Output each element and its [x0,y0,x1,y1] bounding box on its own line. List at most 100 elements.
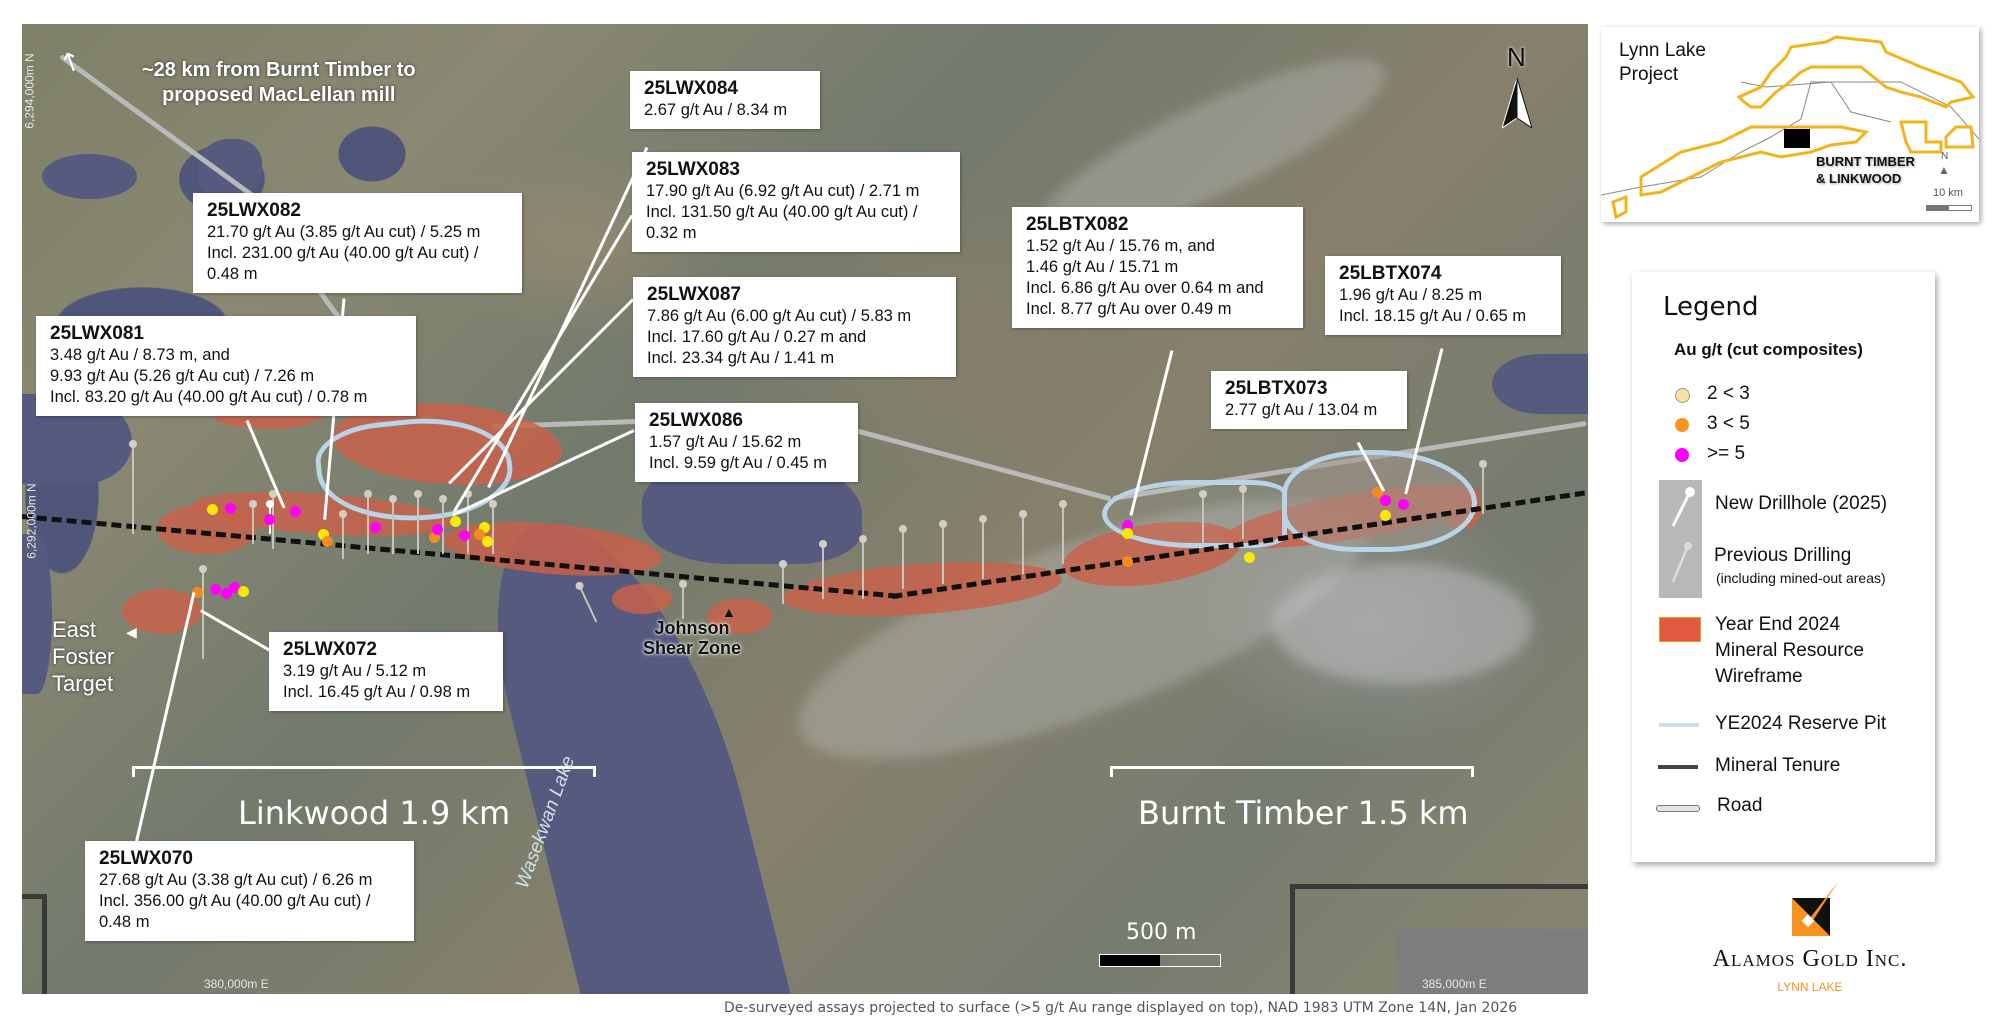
composite-3-5 [192,587,203,598]
callout-line: Incl. 83.20 g/t Au (40.00 g/t Au cut) / … [50,388,368,406]
callout-line: 9.93 g/t Au (5.26 g/t Au cut) / 7.26 m [50,367,315,385]
company-name: Alamos Gold Inc. [1712,946,1908,972]
callout-id: 25LWX072 [283,639,377,660]
previous-drillhole [414,490,422,554]
grade-label: 2 < 3 [1707,383,1750,404]
callout-25LBTX074[interactable]: 25LBTX074 1.96 g/t Au / 8.25 m Incl. 18.… [1325,256,1561,335]
composite-ge5 [370,522,381,533]
callout-id: 25LWX070 [99,848,193,869]
callout-line: 2.77 g/t Au / 13.04 m [1225,401,1378,419]
previous-drillhole [489,500,497,554]
previous-drillhole [464,490,472,554]
new-drillhole-icon [1671,487,1695,527]
legend-title: Legend [1663,292,1759,322]
inset-title-line: Project [1619,64,1679,85]
inset-site-label-line: BURNT TIMBER [1816,154,1915,169]
road-swatch [1656,805,1700,812]
inset-scale-label: 10 km [1933,187,1963,199]
previous-drillhole [364,490,372,554]
callout-25LWX086[interactable]: 25LWX086 1.57 g/t Au / 15.62 m Incl. 9.5… [635,403,858,482]
callout-id: 25LWX083 [646,159,740,180]
callout-line: 0.48 m [99,913,150,931]
composite-3-5 [474,529,485,540]
legend-road: Road [1717,795,1763,816]
previous-drillhole [899,525,907,589]
inset-site-label: BURNT TIMBER & LINKWOOD [1816,153,1915,187]
legend-tenure: Mineral Tenure [1715,755,1841,776]
scale-bar-black [1100,955,1160,966]
callout-25LWX084[interactable]: 25LWX084 2.67 g/t Au / 8.34 m [630,71,820,129]
leader-line [199,609,271,652]
tenure-boundary-box [1290,884,1588,994]
callout-line: 0.32 m [646,224,697,242]
johnson-shear-zone-label: Johnson Shear Zone [643,618,741,658]
composite-ge5 [229,582,240,593]
east-foster-pointer-icon: ◀ [126,624,137,640]
callout-25LWX087[interactable]: 25LWX087 7.86 g/t Au (6.00 g/t Au cut) /… [633,277,956,377]
inset-north-arrow-icon: ▲ [1938,163,1950,177]
callout-line: 21.70 g/t Au (3.85 g/t Au cut) / 5.25 m [207,223,481,241]
inset-scale-bar-fill [1927,206,1949,210]
legend-new-drillhole: New Drillhole (2025) [1715,493,1888,514]
tenure-swatch [1658,765,1698,769]
callout-line: 1.57 g/t Au / 15.62 m [649,433,802,451]
inset-site-marker [1784,129,1810,148]
composite-ge5 [264,514,275,525]
resource-wireframe [707,599,772,634]
legend-previous-drilling: Previous Drilling [1714,545,1852,566]
callout-line: Incl. 356.00 g/t Au (40.00 g/t Au cut) / [99,892,371,910]
legend-subtitle: Au g/t (cut composites) [1674,340,1863,359]
lake [42,154,137,199]
previous-drillhole [129,440,137,534]
burnt-timber-extent-label: Burnt Timber 1.5 km [1138,794,1469,832]
callout-line: 0.48 m [207,265,258,283]
label-line: Johnson [654,618,730,638]
coordinate-panel [1397,929,1588,994]
mill-note: ~28 km from Burnt Timber to proposed Mac… [142,58,416,108]
composite-3-5 [429,532,440,543]
previous-drillhole [339,510,347,559]
north-label: N [1507,42,1526,72]
inset-property-outline [1601,35,1979,220]
ridge [1272,564,1532,684]
previous-drillhole [1199,490,1207,544]
callout-25LWX072[interactable]: 25LWX072 3.19 g/t Au / 5.12 m Incl. 16.4… [269,632,503,711]
previous-drillhole [249,500,257,544]
callout-25LWX083[interactable]: 25LWX083 17.90 g/t Au (6.92 g/t Au cut) … [632,152,960,252]
previous-drillhole [819,540,827,599]
callout-line: 1.96 g/t Au / 8.25 m [1339,286,1483,304]
callout-id: 25LWX081 [50,323,144,344]
callout-line: 1.52 g/t Au / 15.76 m, and [1026,237,1215,255]
inset-north-label: N [1941,151,1949,162]
callout-25LBTX082[interactable]: 25LBTX082 1.52 g/t Au / 15.76 m, and 1.4… [1012,207,1303,328]
composite-ge5 [1122,520,1133,531]
callout-25LWX082[interactable]: 25LWX082 21.70 g/t Au (3.85 g/t Au cut) … [193,193,522,293]
north-arrow: N [1502,42,1532,132]
callout-line: 1.46 g/t Au / 15.71 m [1026,258,1179,276]
callout-line: Incl. 23.34 g/t Au / 1.41 m [647,349,835,367]
alamos-check-icon [1792,882,1838,936]
reserve-pit-burnt-timber [1102,480,1287,548]
reserve-pit-swatch [1659,723,1699,727]
composite-ge5 [1380,495,1391,506]
previous-drillhole [979,515,987,579]
scale-bar-label: 500 m [1126,920,1197,945]
composite-2-3 [479,522,490,533]
callout-line: 17.90 g/t Au (6.92 g/t Au cut) / 2.71 m [646,182,920,200]
callout-id: 25LBTX073 [1225,378,1328,399]
inset-site-label-line: & LINKWOOD [1816,171,1902,186]
callout-line: Incl. 9.59 g/t Au / 0.45 m [649,454,827,472]
callout-line: Incl. 17.60 g/t Au / 0.27 m and [647,328,867,346]
callout-25LWX070[interactable]: 25LWX070 27.68 g/t Au (3.38 g/t Au cut) … [85,841,414,941]
callout-id: 25LWX086 [649,410,743,431]
callout-25LWX081[interactable]: 25LWX081 3.48 g/t Au / 8.73 m, and 9.93 … [36,316,416,416]
previous-drillhole [389,495,397,554]
inset-title-line: Lynn Lake [1619,40,1706,61]
callout-25LBTX073[interactable]: 25LBTX073 2.77 g/t Au / 13.04 m [1211,371,1407,429]
inset-location-map: Lynn Lake Project BURNT TIMBER & LINKWOO… [1601,27,1979,222]
resource-wireframe [612,584,672,614]
legend-wireframe-line: Year End 2024 [1715,614,1841,635]
previous-drillhole-icon [1671,542,1692,583]
grade-dot-icon [1675,388,1690,403]
lake [197,139,262,199]
